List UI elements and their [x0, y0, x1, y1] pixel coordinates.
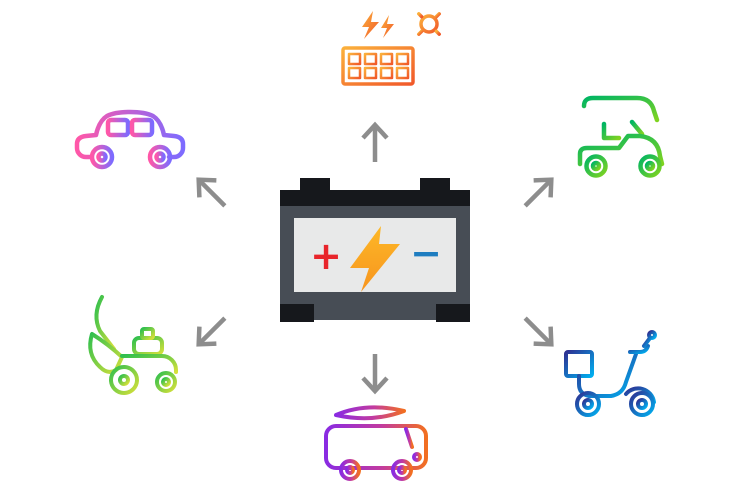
mower-deck: [120, 354, 178, 374]
mower-wheel-rear: [109, 365, 139, 395]
scooter-icon: [560, 328, 668, 424]
scooter-hubcap-rear: [582, 398, 594, 410]
golf-cart-hubcap-right: [644, 160, 656, 172]
arrow-up-left-icon: [181, 162, 239, 220]
mower-handle: [94, 295, 116, 351]
van-surfboard: [334, 405, 406, 421]
golf-cart-wheel-right: [638, 154, 662, 178]
scooter-mirror: [647, 330, 657, 340]
battery-top-rim: [280, 190, 470, 206]
mower-hubcap-rear: [118, 374, 130, 386]
battery-foot-right: [436, 304, 470, 322]
car-body: [74, 109, 186, 160]
van-windshield-pillar: [404, 427, 414, 449]
solar-panel-cells: [347, 52, 410, 80]
van-wheel-right: [391, 459, 413, 481]
sun-icon: [412, 8, 446, 41]
car-hubcap-left: [96, 151, 108, 163]
arrow-up-right-icon: [511, 162, 569, 220]
scooter-wheel-rear: [575, 391, 601, 417]
battery-negative-symbol: −: [410, 231, 442, 275]
battery-foot-left: [280, 304, 314, 322]
car-hubcap-right: [154, 151, 166, 163]
scooter-handlebar: [628, 344, 650, 354]
golf-cart-wheel-left: [584, 154, 608, 178]
golf-cart-icon: [576, 88, 674, 184]
car-battery-icon: + −: [280, 178, 470, 330]
car-wheel-right: [147, 144, 173, 170]
battery-positive-symbol: +: [310, 234, 342, 278]
mower-wheel-front: [155, 371, 177, 393]
golf-cart-steering-column: [629, 119, 645, 137]
scooter-hubcap-front: [636, 398, 648, 410]
lawn-mower-icon: [82, 292, 194, 400]
golf-cart-seat: [601, 121, 622, 141]
van-hubcap-right: [397, 465, 407, 475]
car-wheel-left: [89, 144, 115, 170]
mower-fuel-cap: [140, 327, 155, 340]
van-wheel-left: [339, 459, 361, 481]
energy-bolt-icon-1: [362, 11, 379, 39]
arrow-down-right-icon: [511, 304, 569, 362]
solar-panel-frame: [341, 46, 415, 86]
golf-cart-hubcap-left: [590, 160, 602, 172]
car-icon: [74, 96, 188, 176]
arrow-up-icon: [357, 118, 393, 164]
mower-engine: [132, 336, 164, 356]
golf-cart-roof: [581, 95, 660, 123]
scooter-body: [577, 352, 638, 398]
solar-panel-icon: [337, 8, 449, 108]
arrow-down-left-icon: [181, 304, 239, 362]
scooter-mirror-stem: [642, 336, 652, 348]
car-window-left: [105, 117, 131, 138]
golf-cart-body: [577, 133, 665, 167]
lightning-bolt-icon: [350, 226, 400, 292]
van-hubcap-left: [345, 465, 355, 475]
camper-van-icon: [320, 402, 432, 490]
car-window-right: [129, 117, 155, 138]
mower-grass-bag: [88, 332, 124, 374]
arrow-down-icon: [357, 352, 393, 398]
scooter-wheel-front: [629, 391, 655, 417]
energy-bolt-icon-2: [381, 15, 394, 38]
van-headlight: [412, 452, 422, 462]
mower-hubcap-front: [161, 377, 171, 387]
